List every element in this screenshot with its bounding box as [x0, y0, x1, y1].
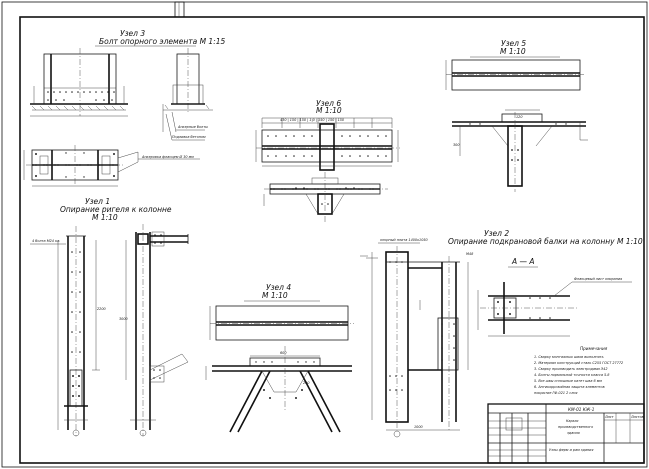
- node-5-scale: М 1:10: [500, 47, 526, 56]
- notes-line: 6. Антикоррозийная защита элементов: [534, 385, 605, 389]
- notes-line: покрытие ГФ-021 2 слоя: [534, 391, 577, 395]
- node-6-title: Узел 6: [316, 99, 341, 108]
- notes-heading: Примечания: [580, 346, 608, 351]
- node-3-group: Узел 3 Болт опорного элемента М 1:15: [23, 29, 226, 187]
- node-4-group: Узел 4 М 1:10 600 200: [205, 283, 354, 433]
- node-5-group: Узел 5 М 1:10 120 300: [445, 39, 588, 192]
- node-2-group: Узел 2 Опирание подкрановой балки на кол…: [360, 229, 643, 438]
- title-block-name-1: Каркас: [566, 419, 579, 423]
- node-2-note-flange: Фланцевый лист опирания: [574, 277, 622, 281]
- node-2-section: А — А: [511, 257, 535, 266]
- node-6-scale: М 1:10: [316, 106, 342, 115]
- node-3-note-grout: Подливка бетоном: [172, 135, 206, 139]
- node-2-dim-1000: 1000: [414, 425, 423, 429]
- node-2-note-plate: опорный плита 1400х1050: [380, 238, 428, 242]
- node-1-note: 4 болта М24 кл.: [32, 239, 60, 243]
- node-2-title: Узел 2: [484, 229, 509, 238]
- notes-line: 5. Все швы сплошные катет шва 6 мм: [534, 379, 602, 383]
- node-1-title: Узел 1: [85, 197, 110, 206]
- node-4-dim-600: 600: [280, 351, 286, 355]
- node-1-dim-2200: 2200: [97, 307, 106, 311]
- node-4-scale: М 1:10: [262, 291, 288, 300]
- node-3-title: Узел 3: [120, 29, 145, 38]
- node-6-group: Узел 6 М 1:10 430 | 150 | 150 | 1|0 | 15…: [255, 99, 400, 222]
- node-1-scale: М 1:10: [92, 213, 118, 222]
- title-block-sheets: Листов: [630, 415, 644, 419]
- title-block: КМ-01 КЖ-1 Каркас производственного здан…: [487, 403, 645, 464]
- node-4-title: Узел 4: [266, 283, 291, 292]
- node-6-dims: 430 | 150 | 150 | 1|0 | 150 | 150 | 150: [280, 118, 344, 122]
- node-2-mark: М48: [466, 252, 474, 256]
- node-3-subtitle: Болт опорного элемента М 1:15: [99, 37, 226, 46]
- notes-line: 3. Сварку производить электродами Э42: [534, 367, 607, 371]
- title-block-name-2: производственного: [558, 425, 593, 429]
- notes-line: 4. Болты нормальной точности класса 5.8: [534, 373, 610, 377]
- notes-block: Примечания 1. Сварку монтажных швов выпо…: [534, 346, 623, 395]
- title-block-name-3: здания: [567, 431, 580, 435]
- node-5-dim-300: 300: [453, 143, 459, 147]
- node-4-dim-200: 200: [303, 381, 309, 385]
- node-3-note-flange: Анкеровка фланцем Ø 30 мм: [141, 154, 194, 159]
- notes-line: 1. Сварку монтажных швов выполнять: [534, 355, 604, 359]
- node-1-dim-3000: 3000: [119, 317, 128, 321]
- node-1-subtitle: Опирание ригеля к колонне: [60, 205, 172, 214]
- title-block-sheet: Лист: [604, 415, 615, 419]
- node-2-subtitle: Опирание подкрановой балки на колонну М …: [448, 237, 643, 246]
- node-3-note-anchor: Анкерные болты: [177, 125, 208, 129]
- sheet-inner-frame: [19, 16, 645, 464]
- node-5-dim-120: 120: [516, 115, 522, 119]
- corner-stamp: [174, 1, 185, 18]
- node-5-title: Узел 5: [501, 39, 526, 48]
- node-1-group: Узел 1 Опирание ригеля к колонне М 1:10 …: [30, 197, 189, 437]
- title-block-code: КМ-01 КЖ-1: [568, 407, 595, 412]
- node-3-bolt-row: [47, 91, 115, 101]
- notes-line: 2. Материал конструкций сталь С255 ГОСТ …: [534, 361, 623, 365]
- title-block-bottom: Узлы ферм и рам здания: [549, 448, 593, 452]
